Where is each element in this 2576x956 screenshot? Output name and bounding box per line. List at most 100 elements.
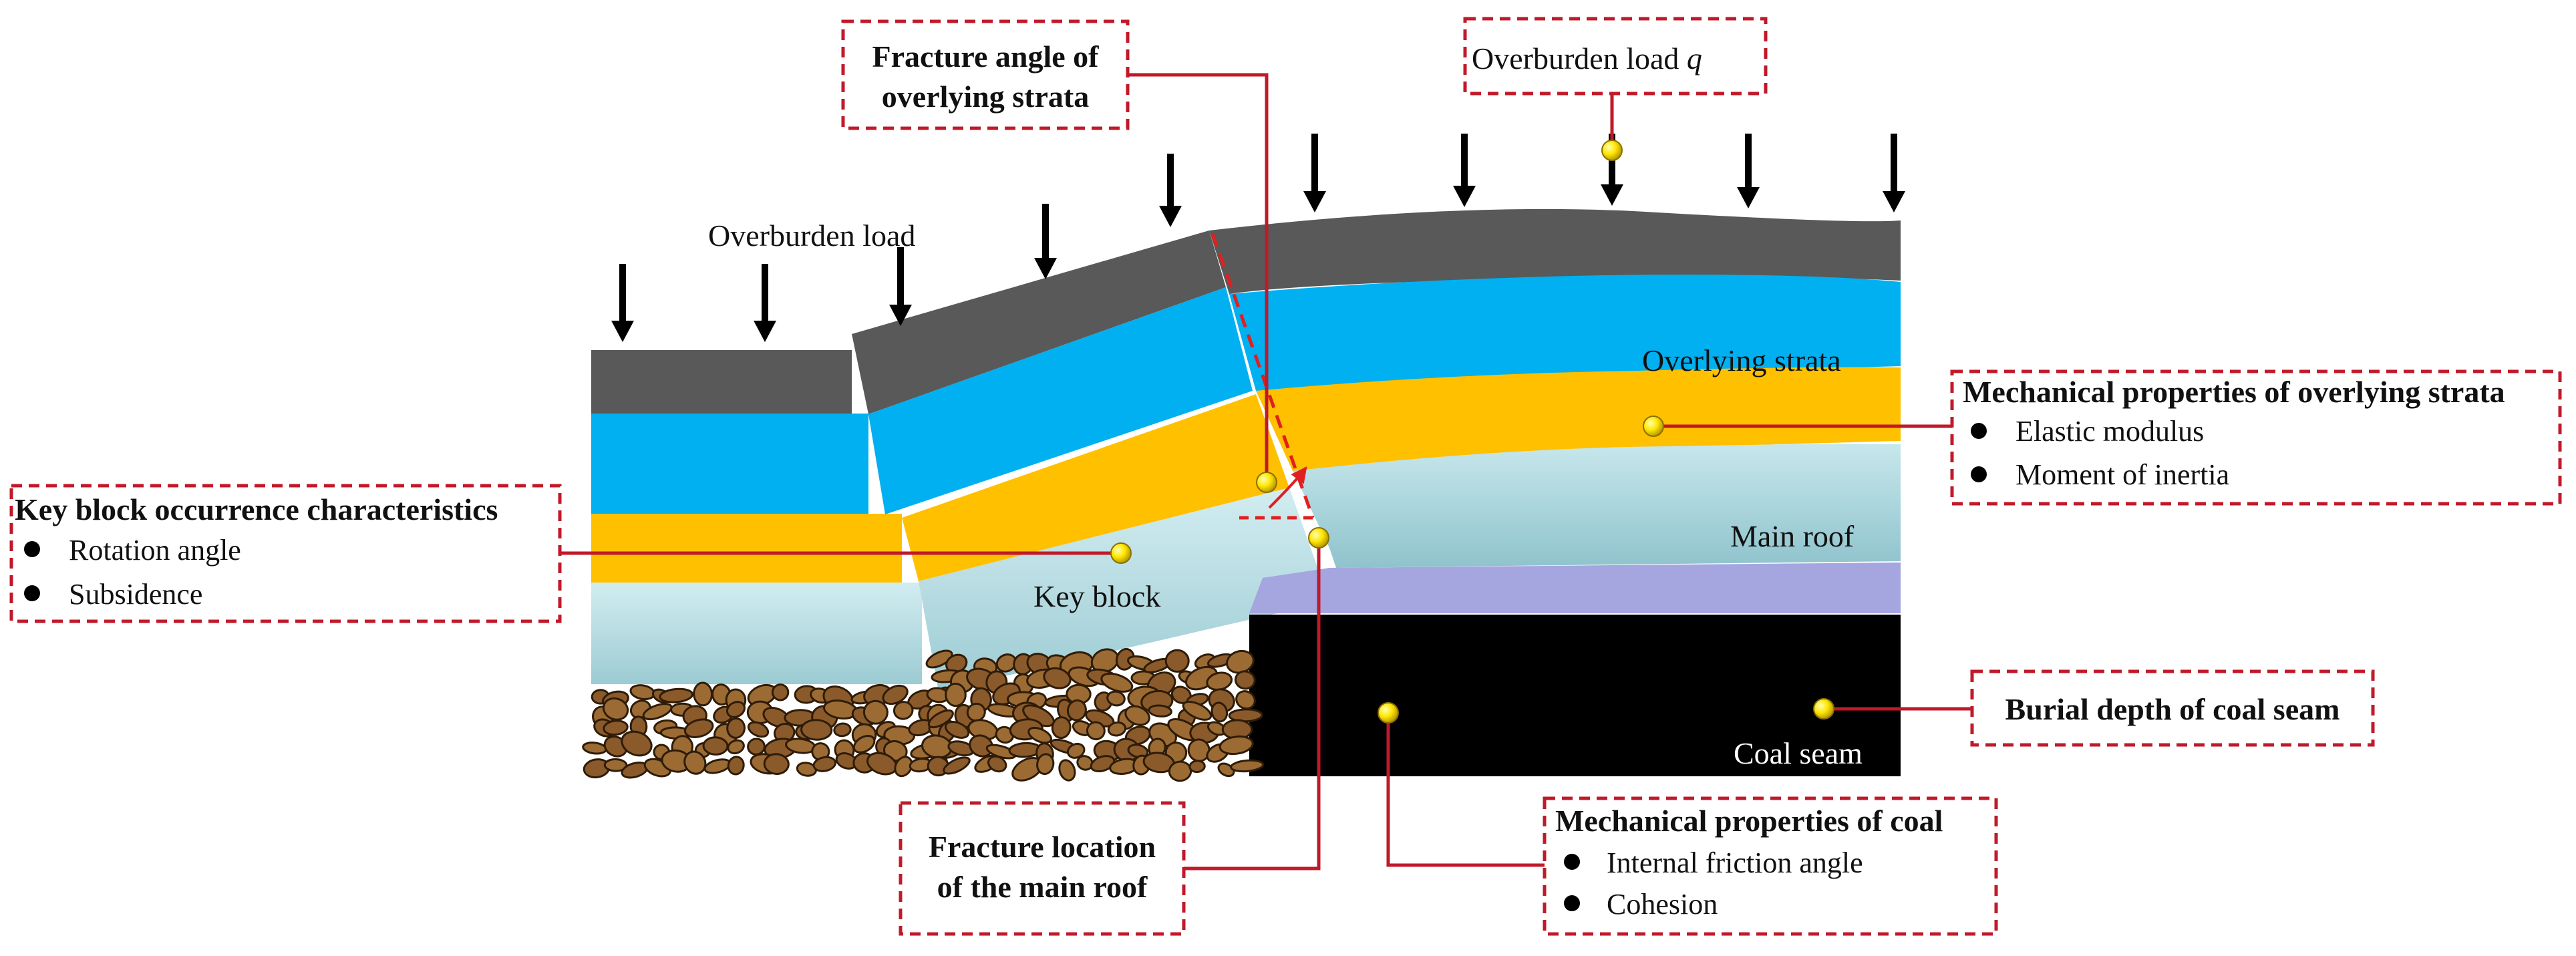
- gangue-rock: [1219, 735, 1254, 756]
- gangue-rock: [727, 739, 745, 755]
- leader-fracture-location: [1184, 538, 1321, 870]
- gangue-rock: [893, 701, 914, 720]
- gangue-rock: [1027, 726, 1052, 744]
- gangue-rock: [862, 699, 889, 725]
- gangue-rock: [944, 720, 970, 739]
- fracture-angle-arc: [1268, 466, 1307, 509]
- leader-fracture-angle: [1128, 73, 1269, 474]
- bullet-icon: [1971, 423, 1987, 439]
- gangue-rock: [659, 687, 694, 703]
- gangue-rock: [727, 756, 745, 776]
- callout-fracture-location: Fracture location of the main roof: [899, 801, 1186, 936]
- mech-overlying-item-1: Elastic modulus: [2016, 415, 2204, 448]
- gangue-rock: [603, 720, 629, 736]
- gangue-rock: [621, 730, 653, 757]
- mech-coal-item-1: Internal friction angle: [1607, 846, 1863, 879]
- left-blue-stratum: [591, 414, 868, 514]
- gangue-rock: [702, 736, 729, 756]
- callout-key-block: Key block occurrence characteristics Rot…: [9, 484, 562, 623]
- gangue-rock: [894, 756, 913, 778]
- gangue-rock: [1168, 760, 1192, 782]
- gangue-rock: [1086, 721, 1106, 741]
- fracture-angle-line2: overlying strata: [882, 79, 1089, 114]
- marker-key-block: [1110, 542, 1132, 564]
- gangue-rock: [1090, 755, 1116, 773]
- leader-mech-coal: [1386, 715, 1545, 867]
- gangue-rock: [945, 682, 967, 707]
- load-arrow-head: [754, 321, 776, 342]
- mech-coal-title: Mechanical properties of coal: [1555, 804, 1943, 838]
- callout-mech-overlying: Mechanical properties of overlying strat…: [1950, 369, 2562, 506]
- gangue-rock: [796, 762, 817, 777]
- key-block-label: Key block: [1033, 579, 1160, 613]
- fracture-line: [1211, 233, 1315, 518]
- gangue-rock: [1036, 753, 1055, 776]
- gangue-rock: [602, 697, 629, 721]
- key-block-item-2: Subsidence: [69, 578, 202, 611]
- marker-fracture-location: [1308, 527, 1329, 548]
- bullet-icon: [24, 541, 40, 557]
- gangue-rock: [987, 755, 1007, 773]
- coal-seam-block: [1249, 615, 1901, 776]
- mech-coal-item-2: Cohesion: [1607, 888, 1718, 921]
- burial-depth-title: Burial depth of coal seam: [2005, 692, 2340, 726]
- fracture-angle-line1: Fracture angle of: [872, 39, 1100, 73]
- gangue-rock: [771, 683, 790, 701]
- gangue-rock: [812, 756, 837, 772]
- gangue-rock: [1234, 670, 1256, 690]
- fracture-location-line1: Fracture location: [929, 830, 1156, 864]
- overlying-strata-label: Overlying strata: [1642, 343, 1841, 377]
- gangue-rock: [683, 718, 714, 738]
- gangue-rock: [1235, 690, 1256, 710]
- load-arrow-head: [1883, 191, 1905, 212]
- gangue-rock: [995, 726, 1015, 744]
- gangue-rock: [1107, 721, 1127, 737]
- tilted-top-stratum: [852, 230, 1226, 414]
- gangue-rock: [629, 684, 656, 701]
- overburden-load-label: Overburden load: [708, 218, 915, 253]
- fracture-location-line2: of the main roof: [937, 870, 1148, 904]
- leader-lines: [560, 73, 1972, 870]
- gangue-rock: [1188, 760, 1206, 774]
- key-block-item-1: Rotation angle: [69, 534, 241, 567]
- bullet-icon: [24, 585, 40, 601]
- immediate-roof-stratum: [1249, 563, 1901, 613]
- load-arrow-head: [1159, 206, 1182, 227]
- bullet-icon: [1564, 895, 1580, 911]
- gangue-rock: [763, 753, 790, 775]
- mech-overlying-title: Mechanical properties of overlying strat…: [1963, 375, 2505, 409]
- gangue-rock: [1106, 690, 1126, 707]
- marker-overburden-q: [1601, 140, 1623, 161]
- right-blue-stratum: [1229, 275, 1901, 391]
- gangue-rock: [1100, 672, 1134, 693]
- load-arrow-head: [1737, 187, 1760, 208]
- gangue-rock: [1066, 699, 1087, 722]
- overburden-q-label: Overburden load q: [1472, 41, 1702, 75]
- load-arrow-head: [1453, 186, 1476, 207]
- load-arrow-head: [1601, 184, 1623, 206]
- gangue-rock: [943, 756, 971, 775]
- callout-fracture-angle: Fracture angle of overlying strata: [841, 19, 1130, 130]
- load-arrow-head: [1303, 191, 1326, 212]
- right-strata-block: [1209, 208, 1901, 776]
- main-roof-label: Main roof: [1730, 519, 1855, 553]
- gangue-rock: [1164, 649, 1190, 673]
- gangue-rock: [747, 721, 770, 738]
- callout-overburden-q: Overburden load q: [1463, 17, 1768, 96]
- gangue-rock: [882, 684, 909, 705]
- load-arrow-head: [611, 321, 634, 342]
- gangue-rock: [1230, 759, 1265, 773]
- marker-fracture-angle: [1256, 472, 1277, 493]
- fracture-angle-marker: [1211, 233, 1316, 520]
- marker-burial-depth: [1813, 698, 1834, 720]
- marker-points: [1110, 140, 1834, 724]
- overburden-load-arrows: [611, 134, 1905, 342]
- tilted-orange-stratum: [902, 394, 1289, 581]
- gangue-rock: [1124, 705, 1150, 726]
- key-block-title: Key block occurrence characteristics: [15, 492, 498, 526]
- marker-coal-left: [1378, 702, 1399, 724]
- gangue-rock: [683, 750, 707, 775]
- tilted-strata-block: [852, 230, 1329, 691]
- gangue-rock: [726, 701, 746, 718]
- gangue-rock: [726, 717, 746, 739]
